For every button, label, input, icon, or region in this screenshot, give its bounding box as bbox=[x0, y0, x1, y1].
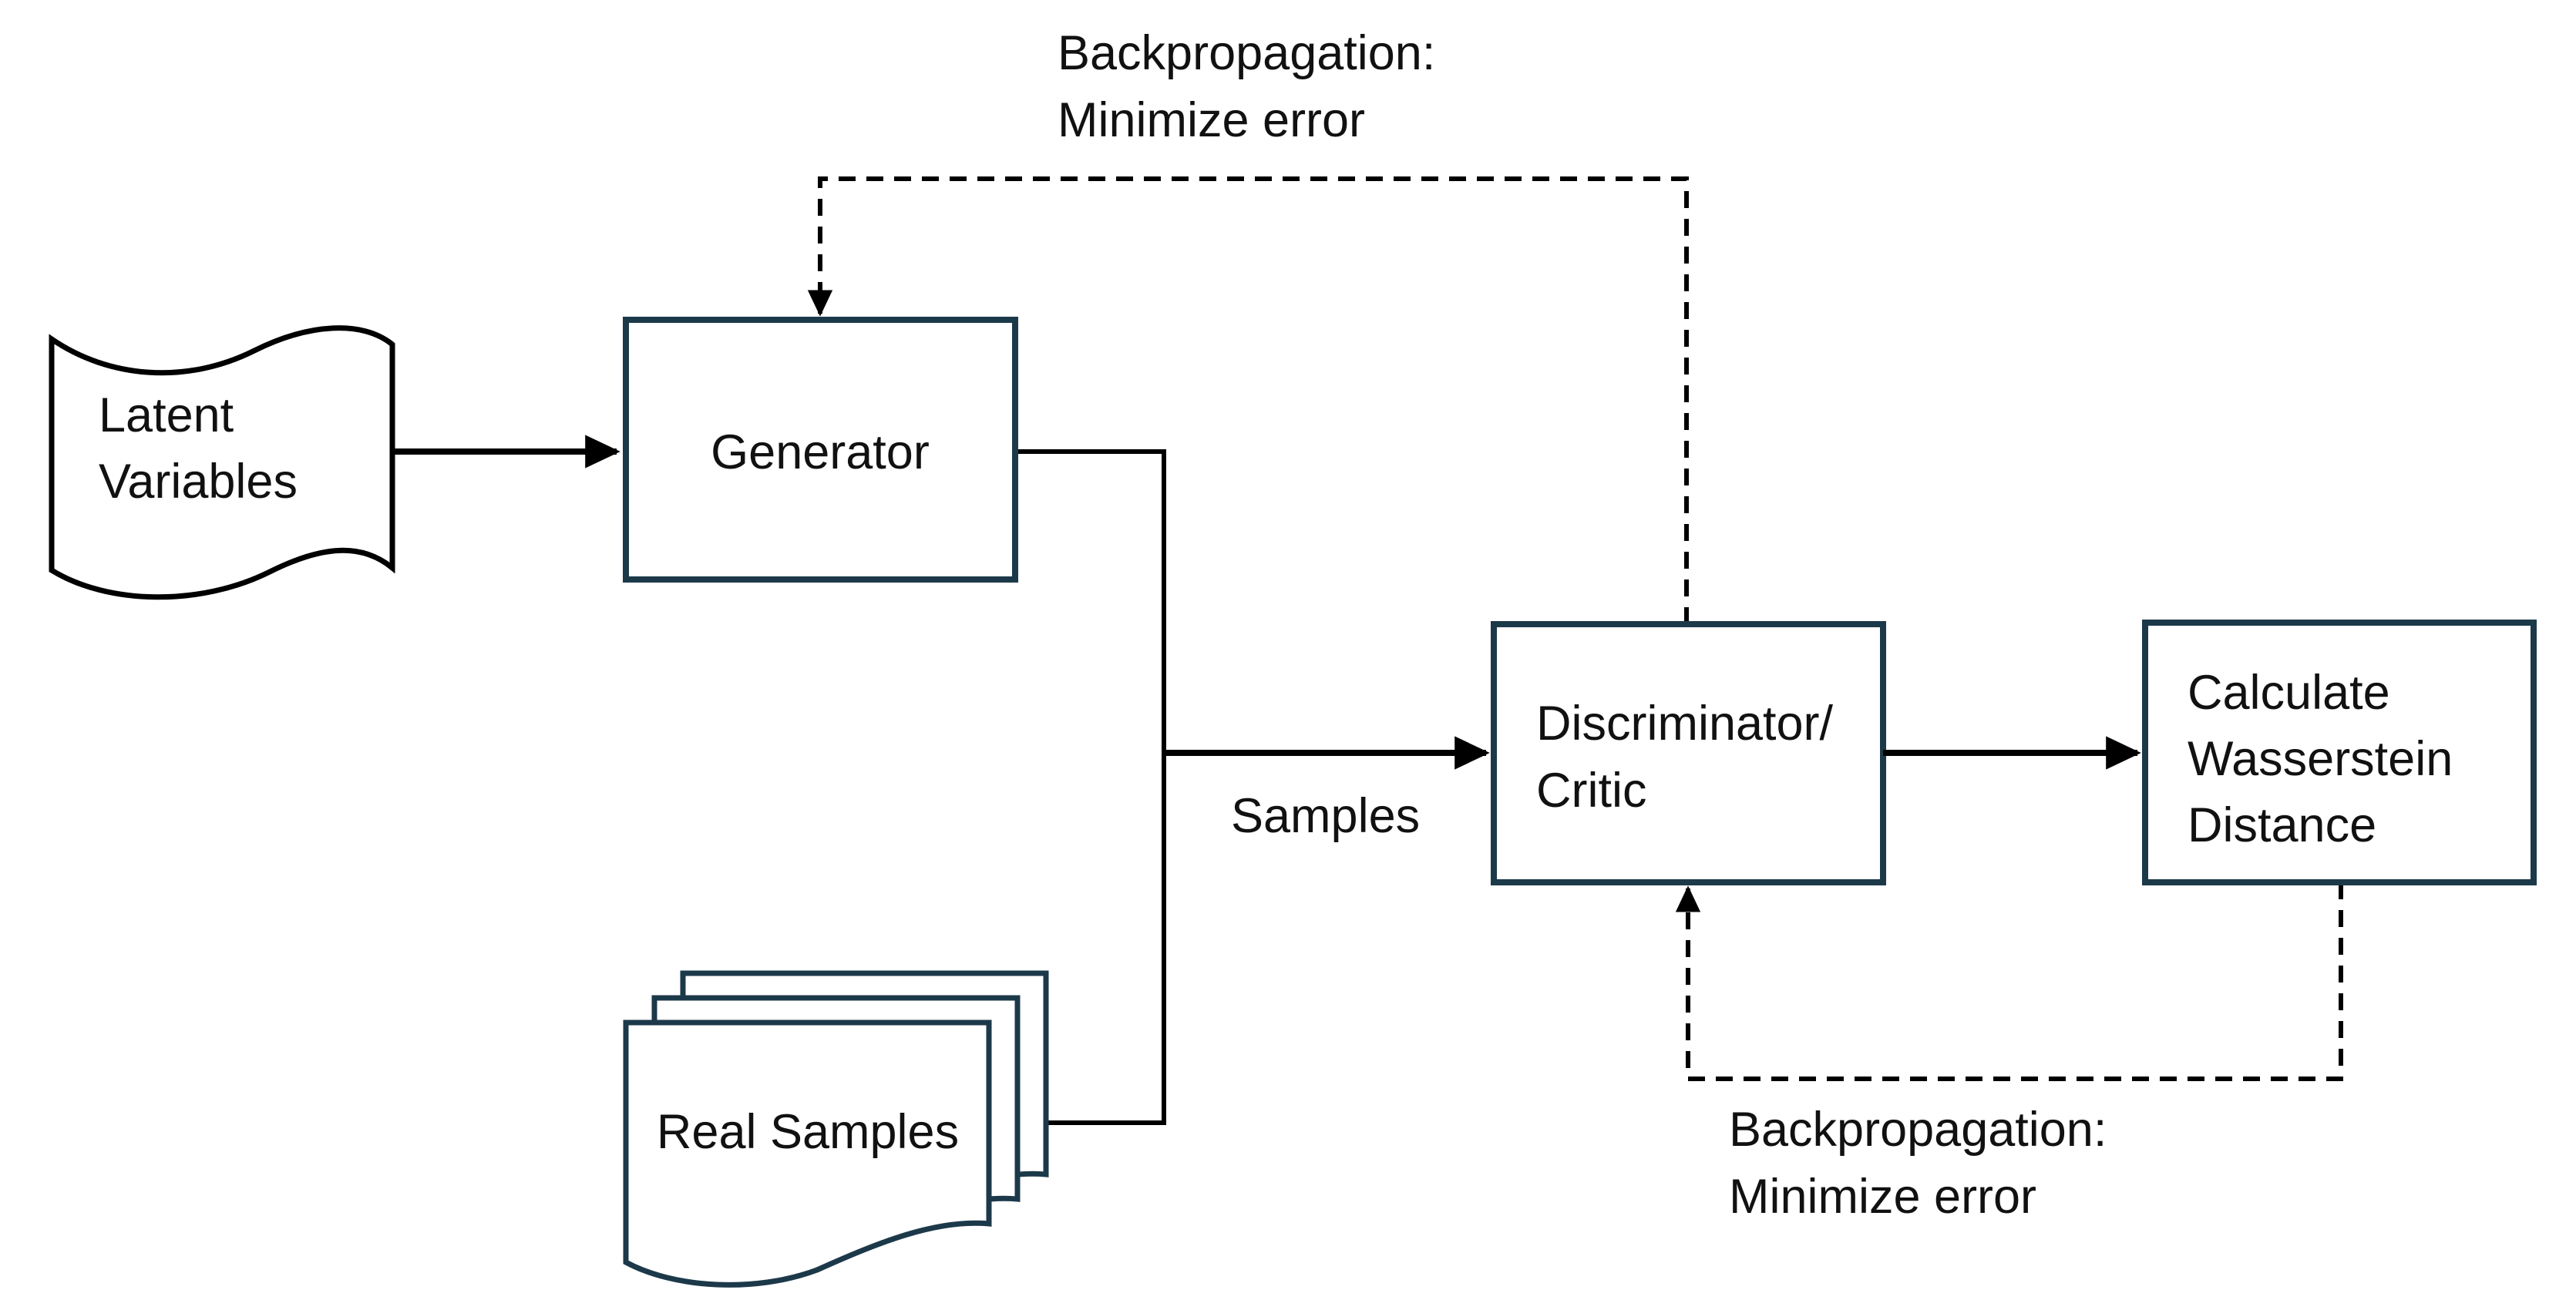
real-samples-node: Real Samples bbox=[623, 970, 1049, 1288]
generator-node: Generator bbox=[623, 317, 1018, 583]
samples-label: Samples bbox=[1231, 789, 1420, 843]
backprop-top-label-line2: Minimize error bbox=[1058, 93, 1365, 147]
latent-variables-node: Latent Variables bbox=[49, 325, 395, 600]
wasserstein-node: Calculate Wasserstein Distance bbox=[2142, 620, 2537, 885]
latent-variables-label-line1: Latent bbox=[99, 388, 234, 442]
backprop-top-dashed-arrow bbox=[807, 176, 1689, 624]
generator-output-connector-line bbox=[1015, 449, 1166, 1125]
backprop-bottom-label: Backpropagation: Minimize error bbox=[1729, 1103, 2107, 1224]
latent-variables-label-line2: Variables bbox=[99, 455, 298, 509]
backprop-bottom-label-line1: Backpropagation: bbox=[1729, 1103, 2107, 1157]
wasserstein-label-line1: Calculate bbox=[2188, 666, 2390, 720]
discriminator-label-line1: Discriminator/ bbox=[1536, 697, 1834, 751]
latent-variables-wave-shape bbox=[49, 325, 395, 600]
real-samples-document-front bbox=[623, 1019, 992, 1288]
backprop-top-label-line1: Backpropagation: bbox=[1058, 26, 1435, 80]
backprop-bottom-label-line2: Minimize error bbox=[1729, 1170, 2036, 1224]
generator-box bbox=[623, 317, 1018, 583]
wasserstein-label-line2: Wasserstein bbox=[2188, 732, 2453, 786]
backprop-top-label: Backpropagation: Minimize error bbox=[1058, 26, 1435, 147]
backprop-bottom-dashed-arrow bbox=[1675, 882, 2343, 1081]
discriminator-label-line2: Critic bbox=[1536, 764, 1646, 818]
generator-label: Generator bbox=[711, 425, 930, 479]
discriminator-box bbox=[1491, 621, 1886, 885]
wasserstein-label-line3: Distance bbox=[2188, 798, 2376, 852]
real-samples-label: Real Samples bbox=[657, 1105, 959, 1159]
discriminator-node: Discriminator/ Critic bbox=[1491, 621, 1886, 885]
wasserstein-box bbox=[2142, 620, 2537, 885]
